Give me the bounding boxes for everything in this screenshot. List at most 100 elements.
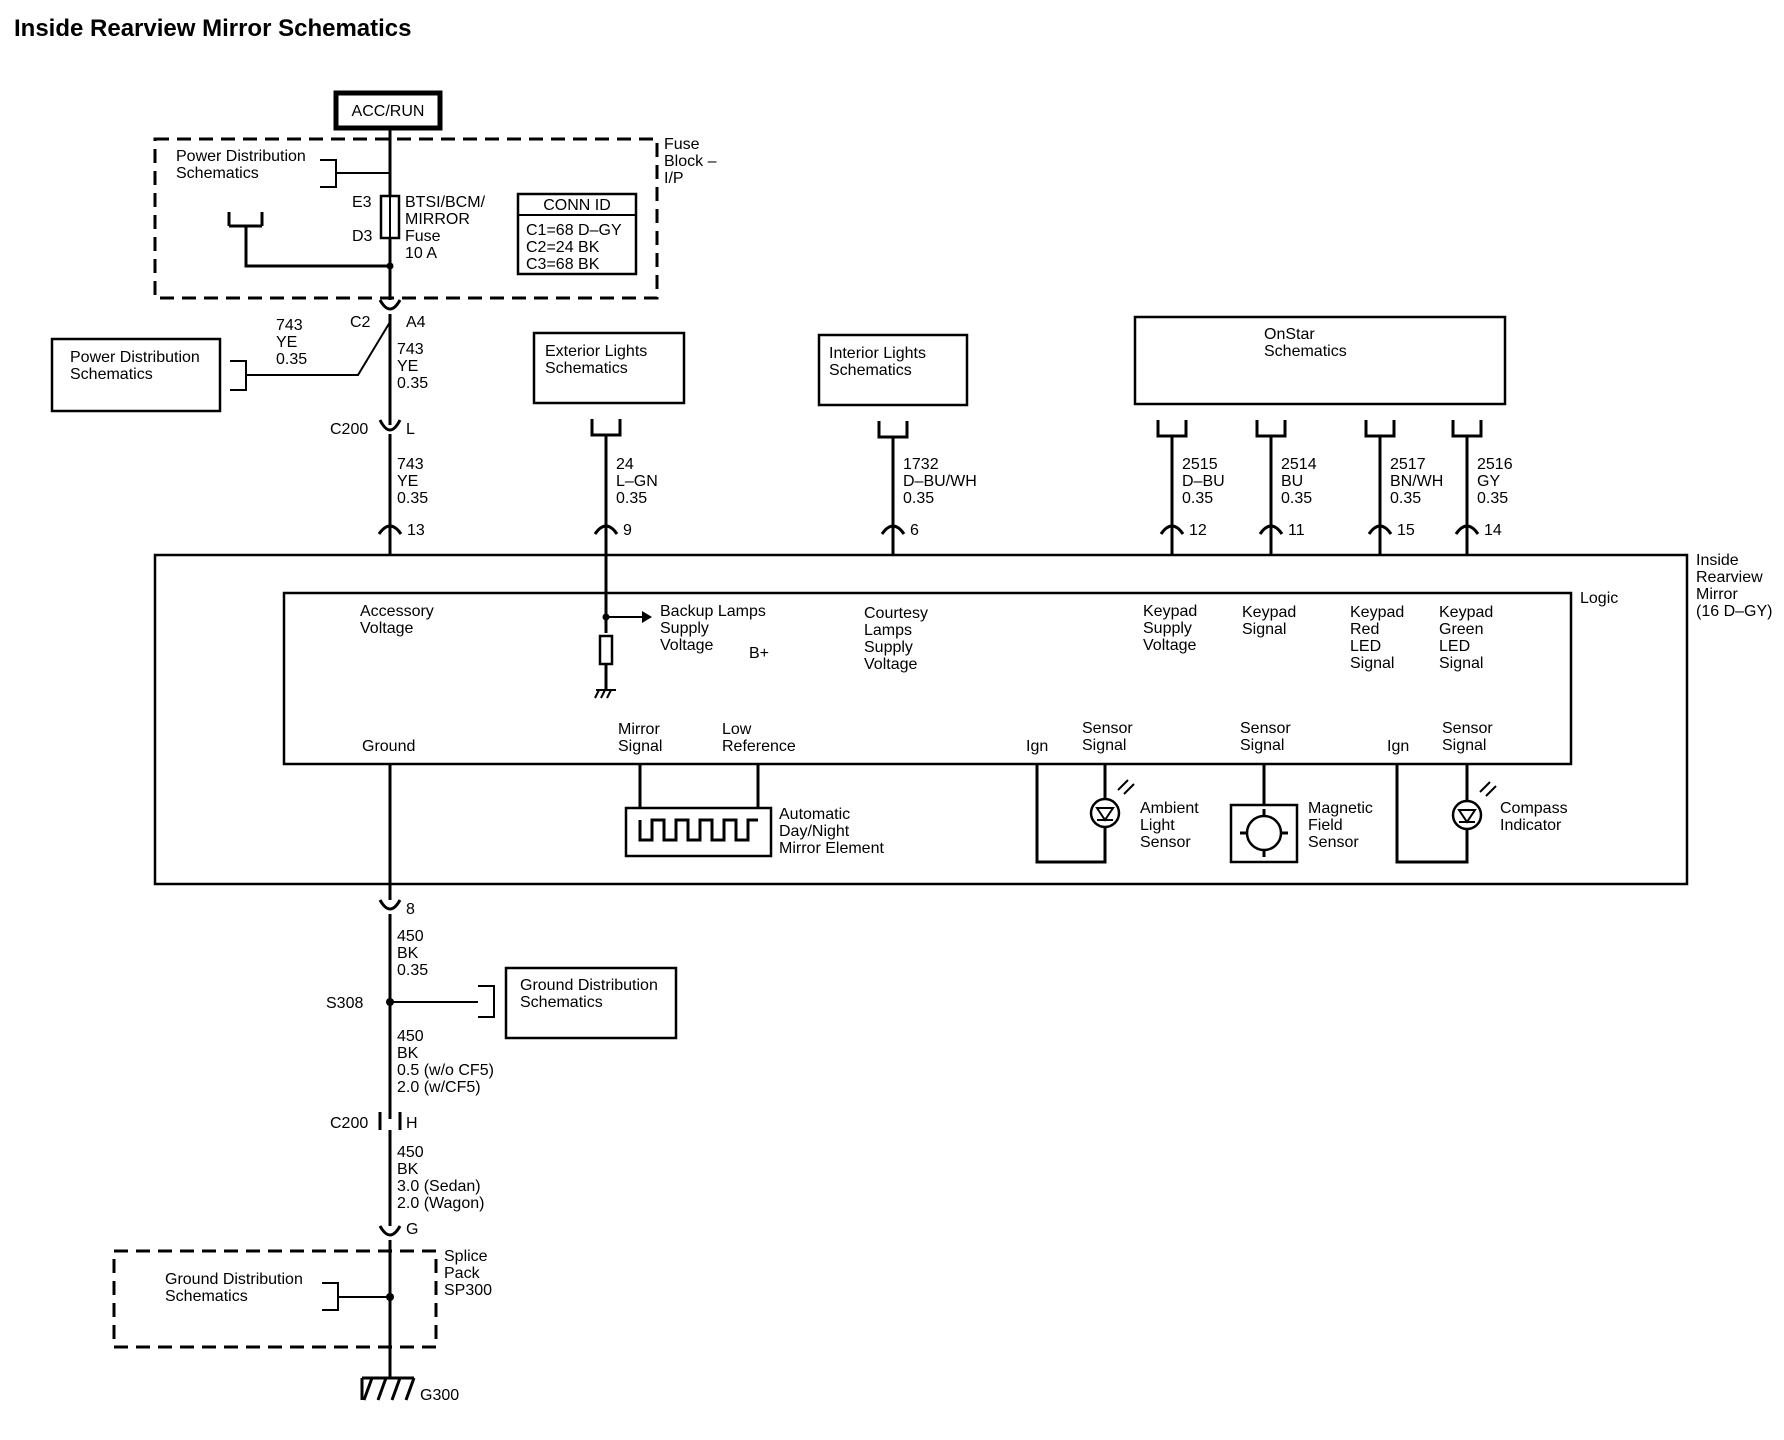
backup-lamps-label: Backup Lamps Supply Voltage (660, 603, 770, 654)
ref-bracket-5 (1451, 420, 1483, 438)
c2-connector-name: C2 (350, 314, 371, 331)
auto-dimming-label: Automatic Day/Night Mirror Element (779, 806, 884, 857)
pin-8-label: 8 (406, 901, 415, 918)
ambient-diode-symbol (1095, 807, 1115, 822)
c200-bottom-connector-symbol (378, 1112, 402, 1130)
c2-connector-pin: A4 (406, 314, 426, 331)
chassis-ground-icon (594, 689, 616, 699)
keypad-signal-label: Keypad Signal (1242, 604, 1301, 638)
splice-pack-dot (386, 1293, 394, 1301)
exterior-lights-ref-box (532, 331, 686, 405)
pin-g-connector-symbol (378, 1225, 402, 1237)
interior-lights-ref-label: Interior Lights Schematics (829, 345, 930, 379)
accessory-voltage-label: Accessory Voltage (360, 603, 438, 637)
conn-id-box (516, 192, 638, 276)
splice-pack-outline (112, 1249, 438, 1349)
magnetic-field-sensor-icon (1245, 814, 1283, 852)
fuse-splice-dot (386, 262, 394, 270)
sensor-signal-label-2: Sensor Signal (1240, 720, 1295, 754)
ambient-light-sensor-label: Ambient Light Sensor (1140, 800, 1203, 851)
c200-top-connector-symbol (378, 419, 402, 432)
b-plus-label: B+ (749, 645, 769, 662)
pin-connector-5 (1454, 524, 1480, 535)
s308-label: S308 (326, 995, 363, 1012)
fuse-internal-splice (227, 212, 390, 268)
mirror-element-leads (638, 764, 760, 815)
ground-distribution-ref-wire (390, 985, 495, 1018)
c200-top-pin: L (406, 421, 415, 438)
magnetic-field-sensor-label: Magnetic Field Sensor (1308, 800, 1377, 851)
auto-dimming-element-icon (638, 818, 758, 842)
pin-connector-4 (1367, 524, 1393, 535)
keypad-green-led-label: Keypad Green LED Signal (1439, 604, 1498, 672)
sensor-signal-label-3: Sensor Signal (1442, 720, 1497, 754)
onstar-ref-label: OnStar Schematics (1264, 326, 1347, 360)
wire-743-label-a: 743 YE 0.35 (397, 341, 428, 392)
backup-lamps-arrow-head (642, 611, 652, 623)
g300-ground-icon (360, 1376, 416, 1401)
pin-g-label: G (406, 1221, 418, 1238)
low-reference-label: Low Reference (722, 721, 796, 755)
splice-ground-ref-label: Ground Distribution Schematics (165, 1271, 307, 1305)
conn-id-list: C1=68 D–GY C2=24 BK C3=68 BK (526, 222, 626, 273)
mirror-signal-label: Mirror Signal (618, 721, 664, 755)
fuse-name: BTSI/BCM/ MIRROR Fuse 10 A (405, 194, 489, 262)
pin-label-0: 9 (623, 522, 632, 539)
pin-13-label: 13 (407, 522, 425, 539)
c200-bottom-name: C200 (330, 1115, 368, 1132)
pin-label-5: 14 (1484, 522, 1502, 539)
pin-label-4: 15 (1397, 522, 1415, 539)
courtesy-lamps-label: Courtesy Lamps Supply Voltage (864, 605, 932, 673)
pin-connector-1 (880, 524, 906, 535)
logic-box (282, 591, 1573, 766)
g300-label: G300 (420, 1387, 459, 1404)
power-source-box (333, 90, 443, 131)
c2-connector-symbol (378, 299, 402, 311)
ground-distribution-ref-box (504, 966, 678, 1040)
keypad-red-led-label: Keypad Red LED Signal (1350, 604, 1409, 672)
side-power-distribution-label: Power Distribution Schematics (70, 349, 204, 383)
power-distribution-ref-label: Power Distribution Schematics (176, 148, 310, 182)
pin-connector-0 (593, 524, 619, 535)
magnetic-sensor-ticks (1240, 809, 1288, 857)
ref-bracket-1 (877, 421, 909, 439)
ign-label-1: Ign (1026, 738, 1048, 755)
keypad-supply-label: Keypad Supply Voltage (1143, 603, 1202, 654)
pin-connector-3 (1258, 524, 1284, 535)
exterior-lights-ref-label: Exterior Lights Schematics (545, 343, 652, 377)
wire-450-label-c: 450 BK 3.0 (Sedan) 2.0 (Wagon) (397, 1144, 485, 1212)
mirror-component-name: Inside Rearview Mirror (16 D–GY) (1696, 552, 1772, 620)
ground-label: Ground (362, 738, 415, 755)
conn-id-title: CONN ID (543, 197, 611, 214)
compass-light-rays-icon (1479, 781, 1497, 797)
sensor-signal-label-1: Sensor Signal (1082, 720, 1137, 754)
fuse-block-outline (153, 137, 659, 300)
diagram-title: Inside Rearview Mirror Schematics (14, 15, 412, 42)
compass-indicator-icon (1451, 799, 1483, 831)
ground-distribution-ref-label: Ground Distribution Schematics (520, 977, 662, 1011)
pin-label-3: 11 (1288, 522, 1305, 539)
side-power-distribution-wire (230, 321, 391, 391)
onstar-ref-box (1133, 315, 1507, 406)
ref-bracket-2 (1156, 420, 1188, 438)
interior-lights-ref-box (817, 333, 969, 407)
c200-bottom-pin: H (406, 1115, 418, 1132)
logic-label: Logic (1580, 590, 1618, 607)
compass-led-symbol (1457, 809, 1477, 824)
compass-indicator-label: Compass Indicator (1500, 800, 1572, 834)
ambient-light-sensor-icon (1089, 797, 1121, 829)
c200-top-name: C200 (330, 421, 368, 438)
ref-bracket-0 (590, 419, 622, 437)
side-wire-743-label: 743 YE 0.35 (276, 317, 307, 368)
ambient-light-rays-icon (1117, 779, 1135, 795)
pin-8-connector-symbol (378, 899, 402, 911)
power-source-label: ACC/RUN (352, 103, 425, 120)
pin-label-1: 6 (910, 522, 919, 539)
